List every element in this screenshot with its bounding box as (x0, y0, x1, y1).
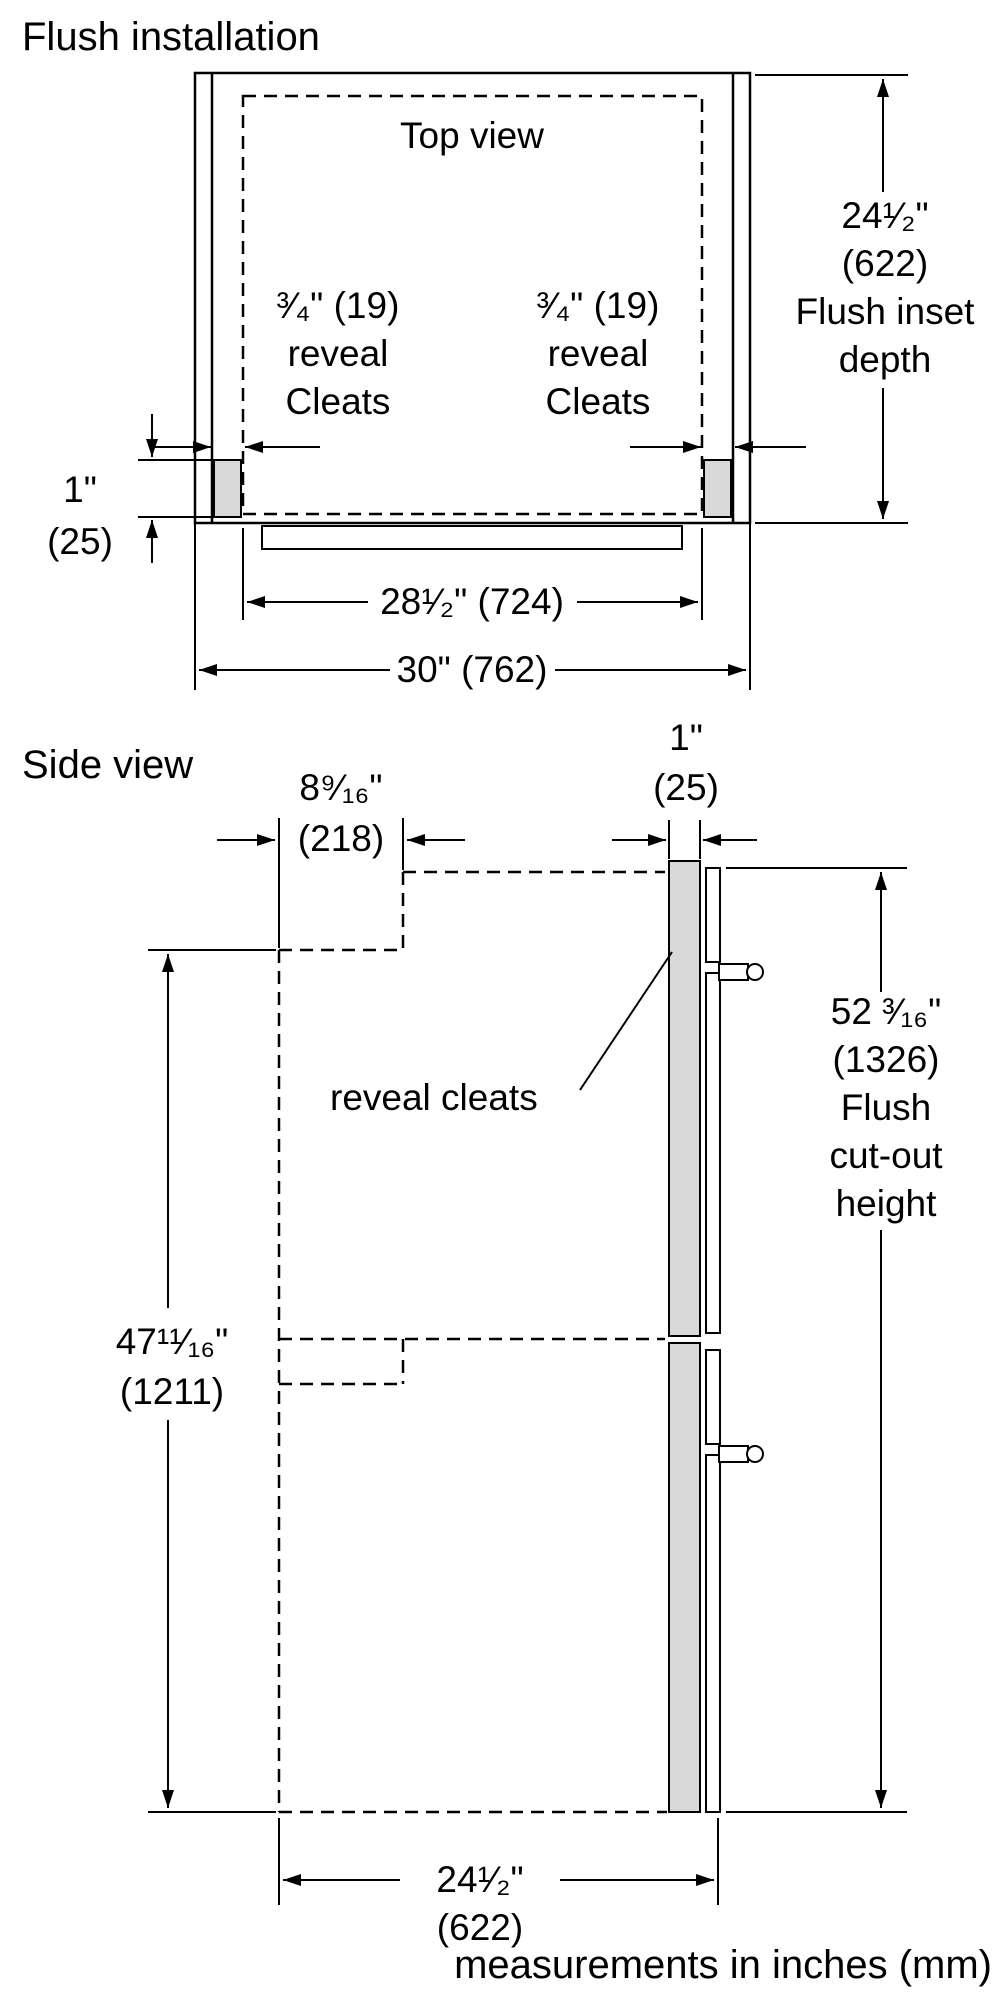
dim-side-depth: 24¹⁄₂" (622) (278, 1818, 719, 1948)
cleat-note-left-size: ³⁄₄" (19) (277, 285, 400, 326)
dim-lower-cutout-height: 47¹¹⁄₁₆" (1211) (116, 949, 276, 1813)
inset-depth-caption2: depth (839, 339, 932, 380)
cutout-height-caption2: cut-out (829, 1135, 943, 1176)
cleat-note-left: ³⁄₄" (19) reveal Cleats (150, 285, 400, 453)
cleat-note-right-word2: Cleats (546, 381, 651, 422)
dim-flush-cutout-height: 52 ³⁄₁₆" (1326) Flush cut-out height (726, 867, 943, 1813)
inset-depth-value: 24¹⁄₂" (841, 195, 928, 236)
handle-bar (718, 963, 749, 981)
inset-depth-caption1: Flush inset (796, 291, 976, 332)
cleat-right (703, 459, 732, 518)
cutout-dashed-outline (241, 94, 704, 516)
cutout-height-mm: (1326) (833, 1039, 940, 1080)
lower-height-value: 47¹¹⁄₁₆" (116, 1321, 229, 1362)
units-note: measurements in inches (mm) (454, 1943, 992, 1987)
reveal-cleats-label: reveal cleats (330, 1077, 538, 1118)
cleat-note-left-word2: Cleats (286, 381, 391, 422)
oven-front-frame (261, 525, 683, 550)
handle-bar (718, 1445, 749, 1463)
cleat-note-left-word1: reveal (288, 333, 389, 374)
top-view-label: Top view (400, 115, 544, 156)
overall-width-value: 30" (762) (397, 649, 548, 690)
dim-cutout-width: 28¹⁄₂" (724) (242, 528, 703, 622)
cleat-note-right-word1: reveal (548, 333, 649, 374)
dim-flush-inset-depth: 24¹⁄₂" (622) Flush inset depth (755, 74, 976, 524)
inset-depth-mm: (622) (842, 243, 928, 284)
cleat-note-right-size: ³⁄₄" (19) (537, 285, 660, 326)
dim-recess-depth: 8⁹⁄₁₆" (218) (217, 767, 465, 948)
reveal-cleat-bar-lower (668, 1342, 701, 1813)
side-depth-value: 24¹⁄₂" (436, 1859, 523, 1900)
cutout-height-caption3: height (836, 1183, 938, 1224)
top-view-drawing: Top view (193, 71, 752, 550)
cleat-thickness-value: 1" (63, 469, 97, 510)
page-title: Flush installation (22, 15, 320, 59)
reveal-cleats-leader-line (579, 951, 673, 1091)
side-view-drawing: reveal cleats (277, 860, 764, 1814)
trim-strip-4 (705, 1454, 721, 1813)
recess-depth-value: 8⁹⁄₁₆" (299, 767, 382, 808)
trim-strip-3 (705, 1349, 721, 1445)
cleat-thickness-mm: (25) (47, 521, 113, 562)
lower-door-handle (718, 1445, 764, 1463)
cleat-left (213, 459, 242, 518)
reveal-thickness-mm: (25) (653, 767, 719, 808)
recess-depth-mm: (218) (298, 818, 384, 859)
side-depth-mm: (622) (437, 1907, 523, 1948)
dim-overall-width: 30" (762) (194, 523, 751, 690)
upper-door-handle (718, 963, 764, 981)
cabinet-outline (193, 71, 752, 525)
trim-strip-2 (705, 972, 721, 1334)
side-view-label: Side view (22, 743, 193, 787)
trim-strip-1 (705, 867, 721, 963)
cleat-note-right: ³⁄₄" (19) reveal Cleats (537, 285, 806, 453)
reveal-cleat-bar-upper (668, 860, 701, 1337)
handle-knob (746, 1445, 764, 1463)
dim-cleat-thickness: 1" (25) (47, 414, 213, 563)
handle-knob (746, 963, 764, 981)
dim-reveal-thickness: 1" (25) (612, 717, 757, 859)
cutout-width-value: 28¹⁄₂" (724) (380, 581, 564, 622)
cutout-height-caption1: Flush (841, 1087, 931, 1128)
reveal-thickness-value: 1" (669, 717, 703, 758)
lower-height-mm: (1211) (120, 1371, 224, 1412)
cutout-height-value: 52 ³⁄₁₆" (831, 991, 941, 1032)
